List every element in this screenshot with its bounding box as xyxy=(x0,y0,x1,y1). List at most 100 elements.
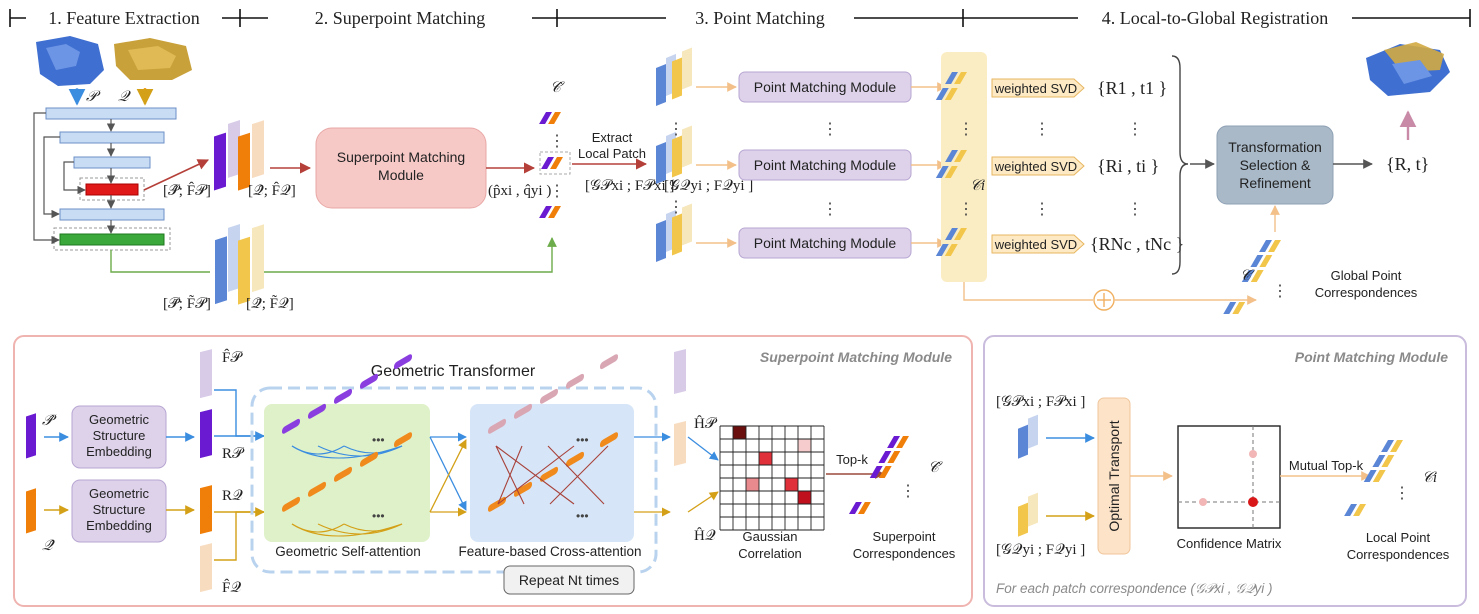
svg-text:⋮: ⋮ xyxy=(1034,201,1050,218)
rt-1: {R1 , t1 } xyxy=(1097,78,1167,98)
gse-box-q xyxy=(71,479,167,543)
svg-text:⋮: ⋮ xyxy=(668,121,684,138)
pm-patch-q: [𝒢𝒬yi ; F𝒬yi ] xyxy=(996,542,1085,558)
patch-stacks: ⋮ ⋮ xyxy=(656,47,692,262)
superpoint-feature-stack xyxy=(214,120,264,191)
spm-module-label-2: Module xyxy=(378,167,424,183)
spm-module-label-1: Superpoint Matching xyxy=(337,149,465,165)
extract-patch-label-1: Extract xyxy=(592,130,633,145)
transformation-label-1: Transformation xyxy=(1228,139,1322,155)
optimal-transport-label: Optimal Transport xyxy=(1106,420,1122,531)
confidence-point-light-top xyxy=(1249,450,1257,458)
spm-panel-title: Superpoint Matching Module xyxy=(760,349,952,365)
stage-label-2: 2. Superpoint Matching xyxy=(315,8,485,28)
final-rt: {R, t} xyxy=(1386,154,1429,174)
superpoint-feat-q: [𝒬̂; F̂𝒬] xyxy=(248,182,296,199)
ci-label: 𝒞i xyxy=(970,178,985,194)
patch-q-label: [𝒢𝒬yi ; F𝒬yi ] xyxy=(664,178,753,194)
correlation-cell xyxy=(798,491,811,504)
svg-text:⋮: ⋮ xyxy=(1272,283,1288,300)
topk-label: Top-k xyxy=(836,452,868,467)
svg-text:•••: ••• xyxy=(576,433,589,447)
superpoint-corr-icons: ⋮ xyxy=(848,436,916,514)
geo-transformer-title: Geometric Transformer xyxy=(371,363,536,380)
self-to-cross-arrows xyxy=(429,432,467,517)
spm-panel xyxy=(13,335,973,607)
ci-column xyxy=(941,52,987,282)
svg-text:Geometric: Geometric xyxy=(89,412,149,427)
dense-to-patch-arrow xyxy=(264,237,557,273)
dense-feat-q: [𝒬̃; F̃𝒬] xyxy=(246,295,294,312)
repeat-label: Repeat Nt times xyxy=(519,572,619,588)
transformation-label-3: Refinement xyxy=(1239,175,1311,191)
correlation-cell xyxy=(746,478,759,491)
pm-panel-footer: For each patch correspondence (𝒢𝒫xi , 𝒢𝒬… xyxy=(996,581,1273,596)
svg-text:•••: ••• xyxy=(576,509,589,523)
global-corr-label-1: Global Point xyxy=(1331,268,1402,283)
svg-text:⋮: ⋮ xyxy=(1394,485,1410,502)
svg-text:⋮: ⋮ xyxy=(1127,121,1143,138)
gaussian-label-1: Gaussian xyxy=(743,529,798,544)
correlation-cell xyxy=(759,452,772,465)
svd-label-2: weighted SVD xyxy=(994,159,1077,174)
stage-label-4: 4. Local-to-Global Registration xyxy=(1102,8,1328,28)
svg-text:⋮: ⋮ xyxy=(900,483,916,500)
backbone xyxy=(33,107,177,251)
weighted-svd-arrows: weighted SVD weighted SVD weighted SVD ⋮… xyxy=(991,78,1085,254)
local-corr-label-2: Correspondences xyxy=(1347,547,1450,562)
svg-text:⋮: ⋮ xyxy=(549,183,565,200)
global-correspondence-icons: ⋮ xyxy=(1223,240,1288,314)
self-attn-label: Geometric Self-attention xyxy=(275,544,421,559)
hypothesis-brace xyxy=(1171,55,1189,275)
registered-point-cloud xyxy=(1366,42,1450,96)
local-corr-label-1: Local Point xyxy=(1366,530,1431,545)
extract-patch-label-2: Local Patch xyxy=(578,146,646,161)
point-cloud-q xyxy=(114,38,192,80)
gaussian-correlation-matrix xyxy=(719,425,825,531)
svg-text:⋮: ⋮ xyxy=(549,133,565,150)
svg-text:•••: ••• xyxy=(372,509,385,523)
superpoint-corr-label-1: Superpoint xyxy=(873,529,936,544)
mutual-topk-label: Mutual Top-k xyxy=(1289,458,1364,473)
svg-text:⋮: ⋮ xyxy=(822,201,838,218)
svg-text:Embedding: Embedding xyxy=(86,444,152,459)
self-attention-tokens: ••• ••• xyxy=(282,354,412,537)
input-q-label: 𝒬 xyxy=(118,89,131,105)
transformer-repeat-frame xyxy=(250,386,658,574)
c-hat-label: 𝒞̂ xyxy=(550,80,565,96)
dense-feat-p: [𝒫̃; F̃𝒫] xyxy=(163,295,211,312)
pm-module-label-3: Point Matching Module xyxy=(754,235,897,251)
h-hat-p: Ĥ𝒫 xyxy=(694,415,718,432)
spm-q-hat: 𝒬̂ xyxy=(42,538,55,554)
corr-pair-label: (p̂xi , q̂yi ) xyxy=(488,183,551,199)
stage-label-1: 1. Feature Extraction xyxy=(48,8,199,28)
superpoint-corr-label-2: Correspondences xyxy=(853,546,956,561)
h-hat-q: Ĥ𝒬 xyxy=(694,527,716,544)
svd-label-3: weighted SVD xyxy=(994,237,1077,252)
spm-inputs xyxy=(26,413,36,534)
svg-text:⋮: ⋮ xyxy=(958,201,974,218)
svg-text:⋮: ⋮ xyxy=(958,121,974,138)
correlation-cell xyxy=(733,426,746,439)
dense-feature-stack xyxy=(215,224,264,305)
spm-f-hat-q: F̂𝒬 xyxy=(222,579,241,596)
transformation-selection-box xyxy=(1216,125,1334,205)
point-cloud-p xyxy=(36,36,104,86)
svg-text:Embedding: Embedding xyxy=(86,518,152,533)
ci-correspondence-icons: ⋮ ⋮ xyxy=(935,72,974,256)
confidence-matrix xyxy=(1177,425,1281,529)
superpoint-correspondences-top: ⋮ ⋮ xyxy=(539,112,571,218)
svg-text:Structure: Structure xyxy=(93,428,146,443)
pm-module-label-2: Point Matching Module xyxy=(754,157,897,173)
spm-r-p: R𝒫 xyxy=(222,446,245,462)
confidence-label: Confidence Matrix xyxy=(1177,536,1282,551)
stage-header: 1. Feature Extraction 2. Superpoint Matc… xyxy=(9,6,1471,30)
repeat-badge xyxy=(503,565,635,595)
input-p-label: 𝒫 xyxy=(86,89,101,105)
pm-panel xyxy=(983,335,1467,607)
superpoint-feat-p: [𝒫̂; F̂𝒫] xyxy=(163,182,211,199)
patch-p-label: [𝒢𝒫xi ; F𝒫xi ] xyxy=(585,178,674,194)
correlation-cell xyxy=(798,439,811,452)
pm-patch-columns xyxy=(1018,414,1038,537)
